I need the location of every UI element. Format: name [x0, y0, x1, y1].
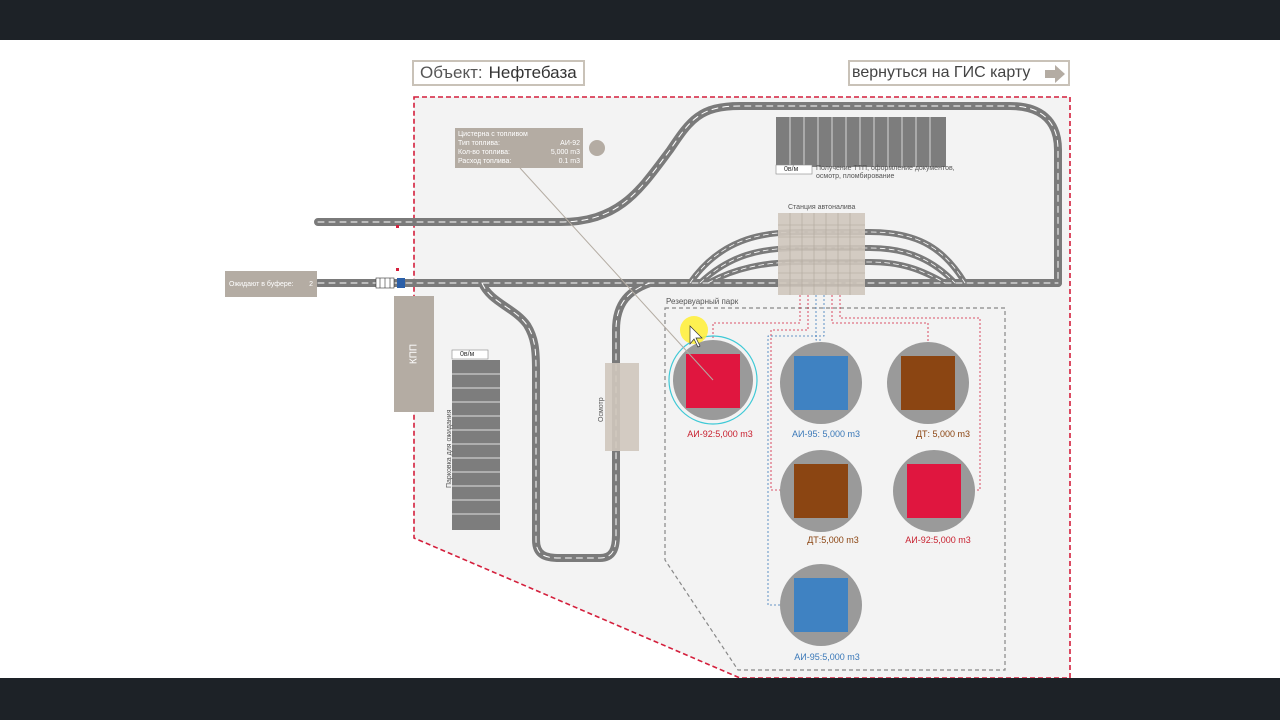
gate-marker — [396, 225, 399, 228]
tank-label: АИ-95: 5,000 m3 — [791, 429, 861, 439]
parking-counter: 0в/м — [460, 351, 475, 358]
buffer-label: Ожидают в буфере: — [229, 280, 294, 288]
tank-label: ДТ: 5,000 m3 — [915, 429, 971, 439]
buffer-count: 2 — [309, 280, 313, 288]
arrow-right-icon — [1045, 65, 1065, 83]
ttp-label-line1: Получение ТТП, оформление документов, — [816, 165, 955, 172]
tank[interactable] — [893, 450, 975, 532]
gate-marker — [396, 268, 399, 271]
info-row-value: 0.1 m3 — [558, 158, 580, 165]
info-row-label: Тип топлива: — [458, 140, 500, 147]
object-title: Объект: Нефтебаза — [412, 60, 585, 86]
terminal-map — [314, 96, 1071, 678]
bottom-bar — [0, 678, 1280, 720]
info-toggle-icon[interactable] — [589, 140, 605, 156]
truck-icon[interactable] — [397, 278, 405, 288]
object-label: Объект: — [420, 63, 483, 82]
parking-lot[interactable] — [451, 349, 500, 530]
tank[interactable] — [780, 450, 862, 532]
inspection-label: Осмотр — [598, 397, 605, 422]
info-row-value: 5,000 m3 — [550, 149, 580, 156]
tank[interactable] — [887, 342, 969, 424]
back-to-gis-button[interactable]: вернуться на ГИС карту — [848, 60, 1070, 86]
info-panel-title: Цистерна с топливом — [458, 131, 528, 138]
loading-station[interactable] — [778, 213, 865, 295]
object-name: Нефтебаза — [488, 63, 577, 82]
parking-label: Парковка для ожидания — [446, 409, 453, 488]
cursor-icon — [689, 325, 703, 348]
tank-label: ДТ:5,000 m3 — [807, 535, 859, 545]
ttp-label-line2: осмотр, пломбирование — [816, 173, 895, 180]
tank-label: АИ-92:5,000 m3 — [905, 535, 971, 545]
tank-info-panel: Цистерна с топливом Тип топлива: АИ-92 К… — [455, 128, 583, 168]
tank[interactable] — [780, 564, 862, 646]
map-stage: Объект: Нефтебаза вернуться на ГИС карту… — [0, 40, 1280, 678]
info-row: Тип топлива: АИ-92 — [458, 139, 580, 148]
info-leader-line — [519, 167, 714, 381]
info-row: Расход топлива: 0.1 m3 — [458, 157, 580, 166]
tank-label: АИ-92:5,000 m3 — [687, 429, 753, 439]
info-row: Кол-во топлива: 5,000 m3 — [458, 148, 580, 157]
info-row-label: Расход топлива: — [458, 158, 512, 165]
tank-label: АИ-95:5,000 m3 — [794, 652, 860, 662]
road-network — [314, 102, 1062, 562]
tank-park-area — [664, 307, 1006, 671]
tank[interactable] — [780, 342, 862, 424]
tank-park-label: Резервуарный парк — [666, 297, 739, 306]
info-row-value: АИ-92 — [560, 140, 580, 147]
info-row-label: Кол-во топлива: — [458, 149, 510, 156]
back-button-label: вернуться на ГИС карту — [852, 64, 1031, 81]
checkpoint-kpp[interactable]: КПП — [394, 296, 434, 412]
buffer-counter[interactable]: Ожидают в буфере: 2 — [225, 271, 317, 297]
station-label: Станция автоналива — [788, 204, 856, 211]
ttp-counter: 0в/м — [784, 166, 799, 173]
kpp-label: КПП — [408, 343, 420, 365]
inspection-block[interactable] — [605, 363, 639, 451]
truck-icon[interactable] — [375, 277, 395, 289]
ttp-block[interactable] — [775, 117, 946, 175]
